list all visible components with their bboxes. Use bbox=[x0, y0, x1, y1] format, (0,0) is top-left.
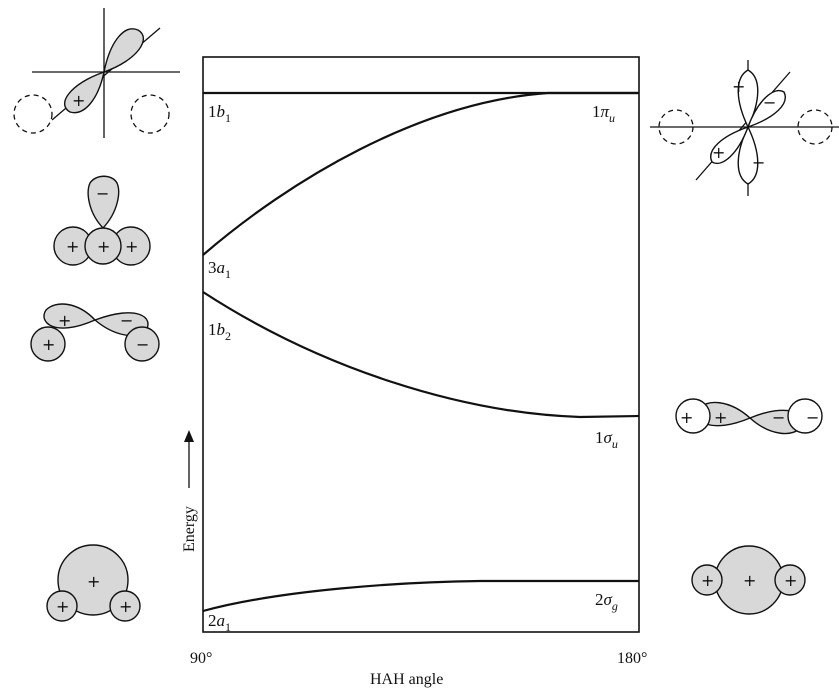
svg-text:+: + bbox=[125, 237, 138, 256]
svg-text:−: − bbox=[136, 335, 149, 354]
svg-text:+: + bbox=[58, 311, 71, 330]
svg-text:+: + bbox=[732, 77, 745, 96]
svg-text:+: + bbox=[743, 571, 756, 590]
svg-text:−: − bbox=[806, 408, 819, 427]
orbital-1b1-left: + bbox=[13, 8, 180, 138]
orbital-1pi-u-right: + − + − bbox=[650, 60, 839, 196]
svg-text:+: + bbox=[714, 408, 727, 427]
x-end-label: 180° bbox=[617, 650, 647, 667]
x-axis-title: HAH angle bbox=[370, 671, 443, 688]
svg-text:+: + bbox=[784, 571, 797, 590]
label-3a1: 3a1 bbox=[208, 258, 231, 281]
svg-text:+: + bbox=[701, 571, 714, 590]
label-2sigma-g: 2σg bbox=[595, 590, 618, 613]
svg-text:−: − bbox=[96, 184, 109, 203]
orbital-3a1-left: − + + + bbox=[53, 175, 151, 266]
svg-text:+: + bbox=[119, 597, 132, 616]
curve-2a1-2sigma-g bbox=[202, 579, 639, 613]
plot-frame bbox=[202, 56, 640, 633]
svg-text:−: − bbox=[772, 408, 785, 427]
orbital-2a1-left: + + + bbox=[46, 544, 141, 622]
label-1pi-u: 1πu bbox=[592, 102, 615, 125]
label-2a1: 2a1 bbox=[208, 611, 231, 634]
y-axis-arrow-head bbox=[184, 430, 194, 442]
svg-text:−: − bbox=[763, 93, 776, 112]
y-axis-title-group: Energy bbox=[181, 430, 198, 552]
orbital-1sigma-u-right: + + − − bbox=[675, 398, 823, 435]
svg-text:+: + bbox=[87, 572, 100, 591]
svg-text:−: − bbox=[752, 153, 765, 172]
curve-3a1-1pi-u bbox=[202, 91, 639, 256]
svg-text:+: + bbox=[97, 237, 110, 256]
svg-text:+: + bbox=[42, 335, 55, 354]
svg-text:+: + bbox=[56, 597, 69, 616]
svg-text:+: + bbox=[66, 237, 79, 256]
label-1b1: 1b1 bbox=[208, 102, 231, 125]
curve-1b2-1sigma-u bbox=[202, 291, 640, 419]
svg-text:+: + bbox=[680, 408, 693, 427]
svg-text:+: + bbox=[72, 91, 85, 110]
svg-text:−: − bbox=[120, 311, 133, 330]
x-start-label: 90° bbox=[190, 650, 212, 667]
orbital-2sigma-g-right: + + + bbox=[691, 545, 806, 615]
label-1b2: 1b2 bbox=[208, 320, 231, 343]
orbital-1b2-left: + − + − bbox=[30, 303, 160, 362]
y-axis-title: Energy bbox=[181, 506, 198, 552]
label-1sigma-u: 1σu bbox=[595, 428, 618, 451]
svg-text:+: + bbox=[712, 143, 725, 162]
